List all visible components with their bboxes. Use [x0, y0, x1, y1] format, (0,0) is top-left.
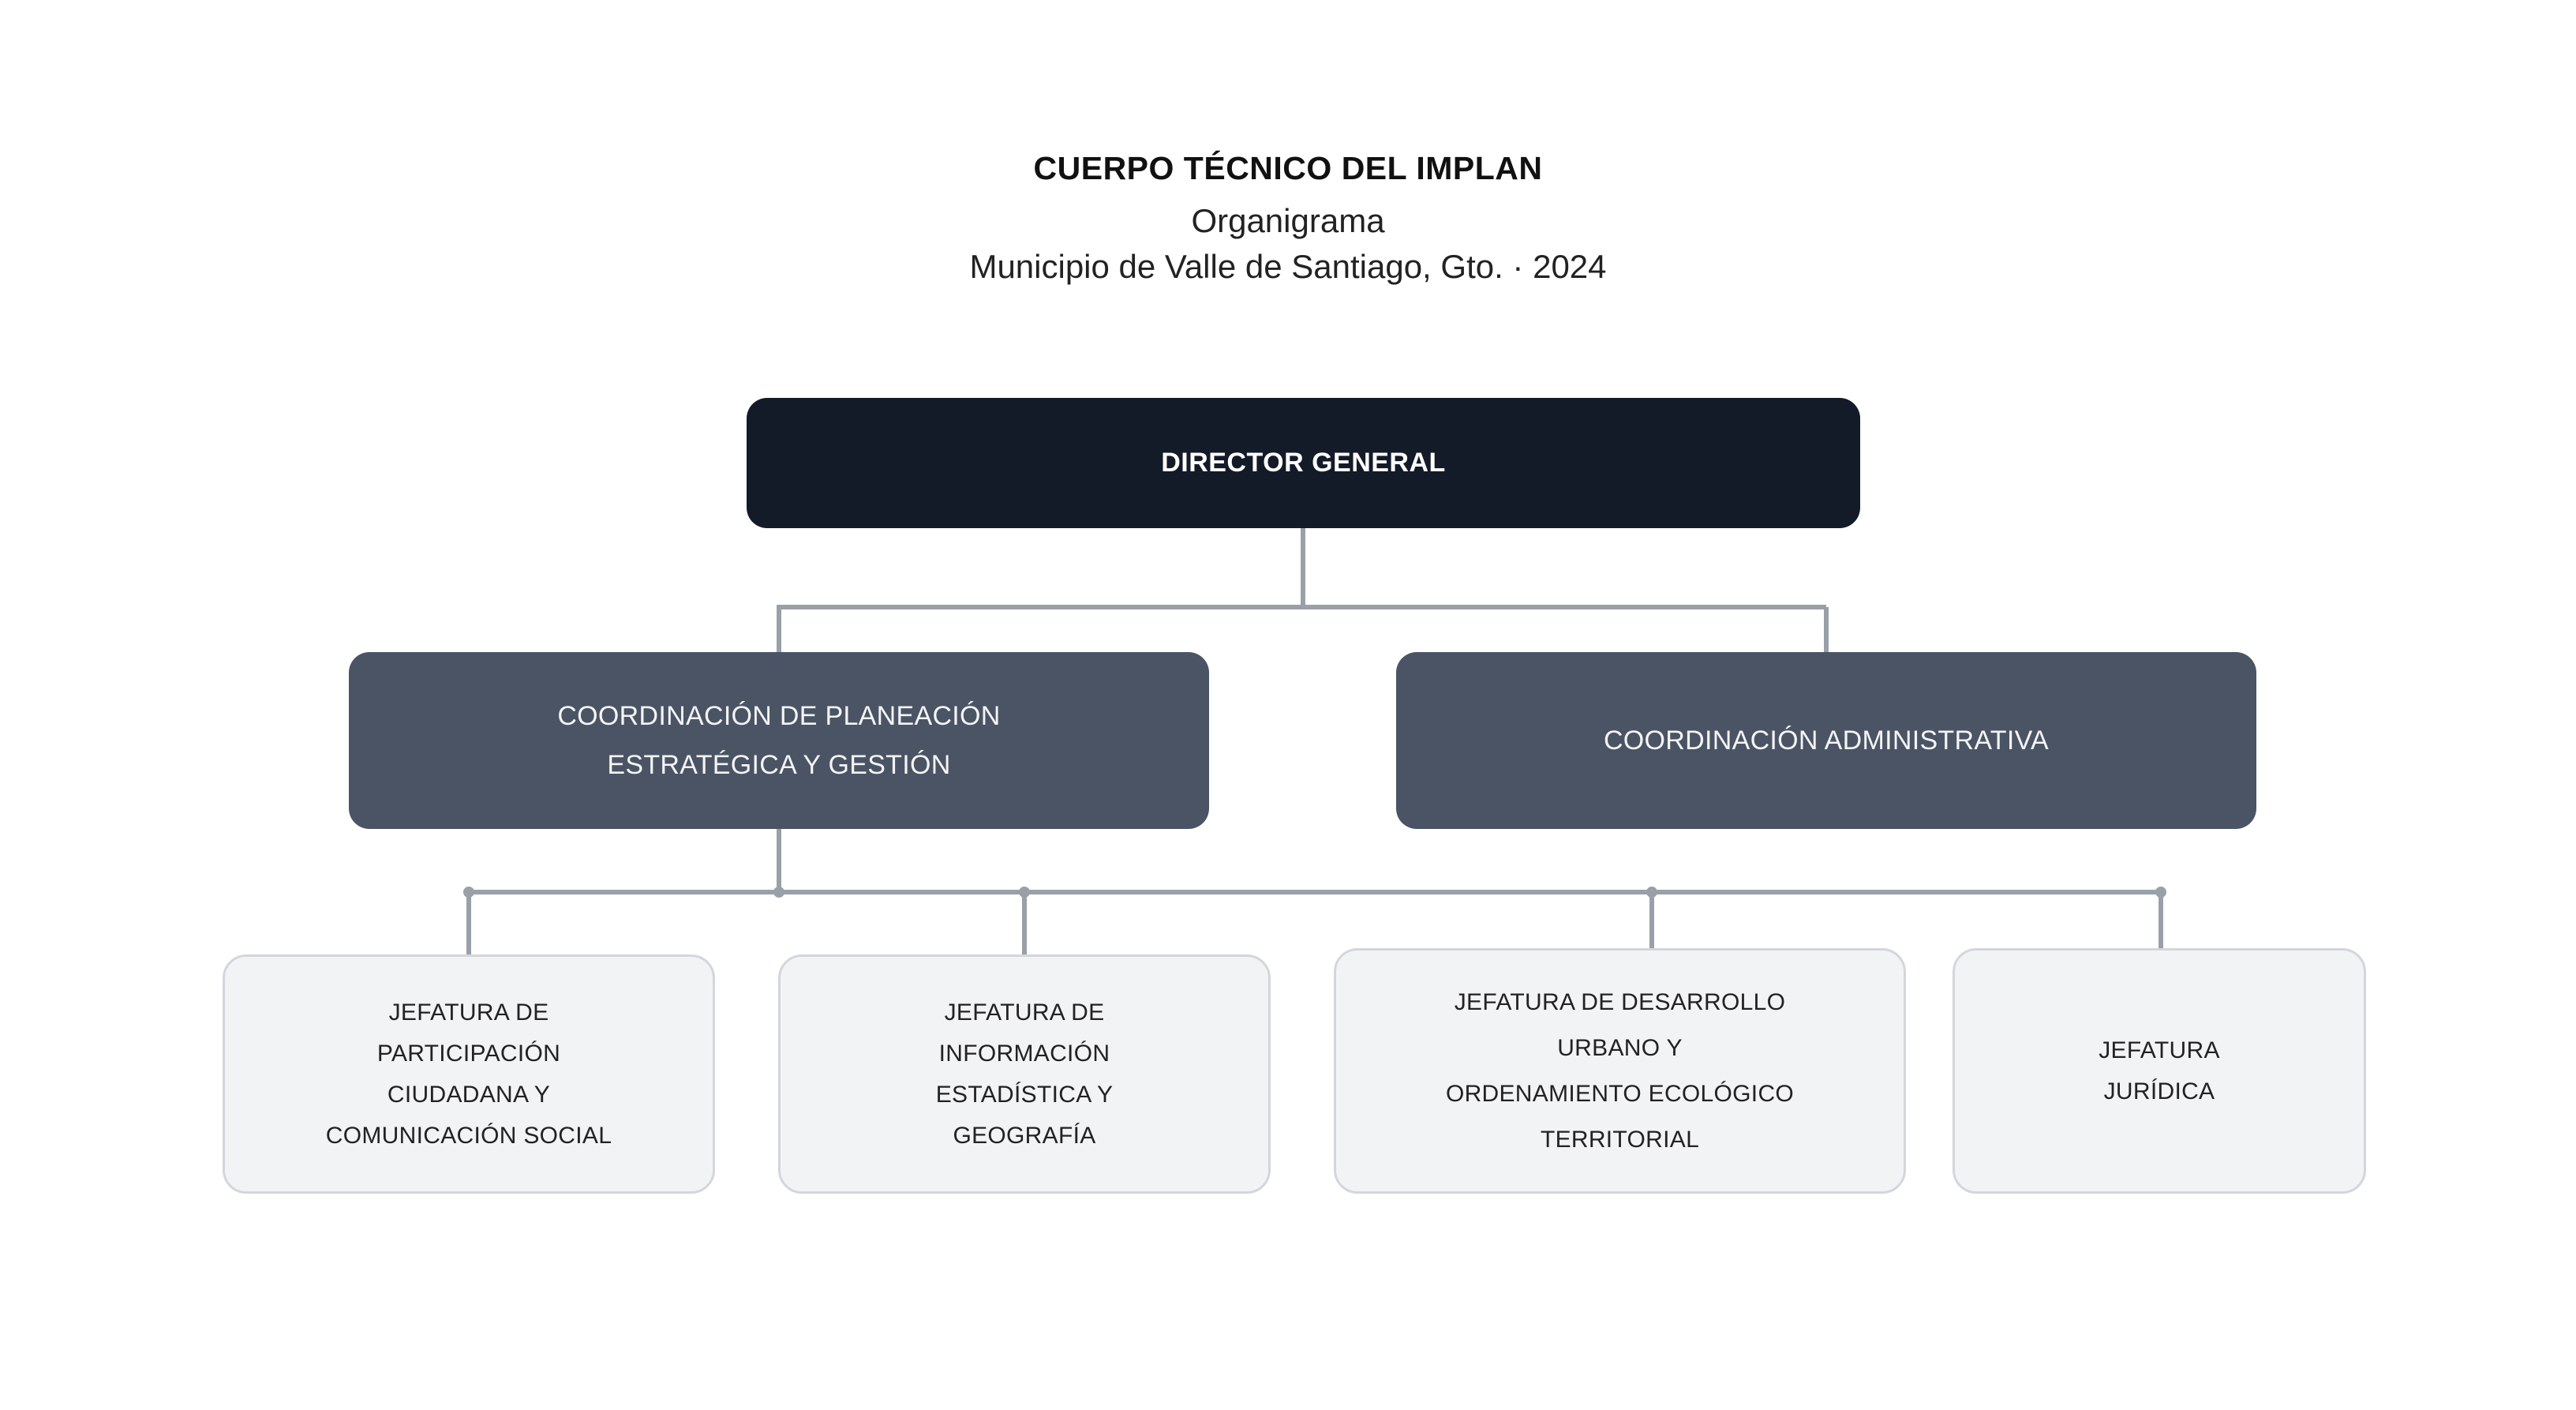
- chart-title: CUERPO TÉCNICO DEL IMPLAN: [1033, 150, 1543, 186]
- jefatura-informacion-line-4: GEOGRAFÍA: [953, 1122, 1096, 1149]
- jefatura-desarrollo-urbano-line-3: ORDENAMIENTO ECOLÓGICO: [1445, 1080, 1795, 1107]
- jefatura-desarrollo-urbano-line-2: URBANO Y: [1557, 1034, 1683, 1061]
- coordination-planeacion-node: COORDINACIÓN DE PLANEACIÓN ESTRATÉGICA Y…: [349, 652, 1209, 829]
- director-general-node: DIRECTOR GENERAL: [747, 398, 1860, 528]
- jefatura-informacion-line-3: ESTADÍSTICA Y: [935, 1081, 1114, 1108]
- junction-dot: [1019, 887, 1030, 898]
- jefatura-juridica-node: JEFATURA JURÍDICA: [1953, 948, 2366, 1194]
- junction-dot: [773, 887, 784, 898]
- municipality-line: Municipio de Valle de Santiago, Gto. · 2…: [969, 248, 1607, 285]
- jefatura-participacion-line-4: COMUNICACIÓN SOCIAL: [325, 1122, 612, 1149]
- jefatura-informacion-line-2: INFORMACIÓN: [938, 1040, 1110, 1067]
- director-general-label: DIRECTOR GENERAL: [1161, 448, 1446, 478]
- jefatura-participacion-line-2: PARTICIPACIÓN: [376, 1040, 561, 1067]
- chart-subtitle: Organigrama: [1191, 202, 1385, 239]
- jefatura-informacion-node: JEFATURA DE INFORMACIÓN ESTADÍSTICA Y GE…: [778, 954, 1271, 1194]
- jefatura-informacion-line-1: JEFATURA DE: [944, 999, 1105, 1026]
- jefatura-desarrollo-urbano-line-4: TERRITORIAL: [1540, 1126, 1700, 1153]
- jefatura-juridica-line-2: JURÍDICA: [2103, 1078, 2215, 1104]
- coordination-planeacion-line-2: ESTRATÉGICA Y GESTIÓN: [607, 750, 951, 780]
- coordination-planeacion-line-1: COORDINACIÓN DE PLANEACIÓN: [557, 701, 1001, 731]
- jefatura-participacion-line-1: JEFATURA DE: [388, 999, 549, 1026]
- junction-dot: [1646, 887, 1657, 898]
- junction-dot: [463, 887, 474, 898]
- coordination-administrativa-node: COORDINACIÓN ADMINISTRATIVA: [1396, 652, 2256, 829]
- jefatura-participacion-line-3: CIUDADANA Y: [387, 1081, 551, 1108]
- coordination-administrativa-line-1: COORDINACIÓN ADMINISTRATIVA: [1603, 726, 2050, 756]
- jefatura-juridica-line-1: JEFATURA: [2099, 1037, 2220, 1063]
- jefatura-participacion-node: JEFATURA DE PARTICIPACIÓN CIUDADANA Y CO…: [223, 954, 715, 1194]
- jefatura-desarrollo-urbano-line-1: JEFATURA DE DESARROLLO: [1454, 988, 1786, 1015]
- junction-dot: [2155, 887, 2166, 898]
- jefatura-desarrollo-urbano-node: JEFATURA DE DESARROLLO URBANO Y ORDENAMI…: [1334, 948, 1906, 1194]
